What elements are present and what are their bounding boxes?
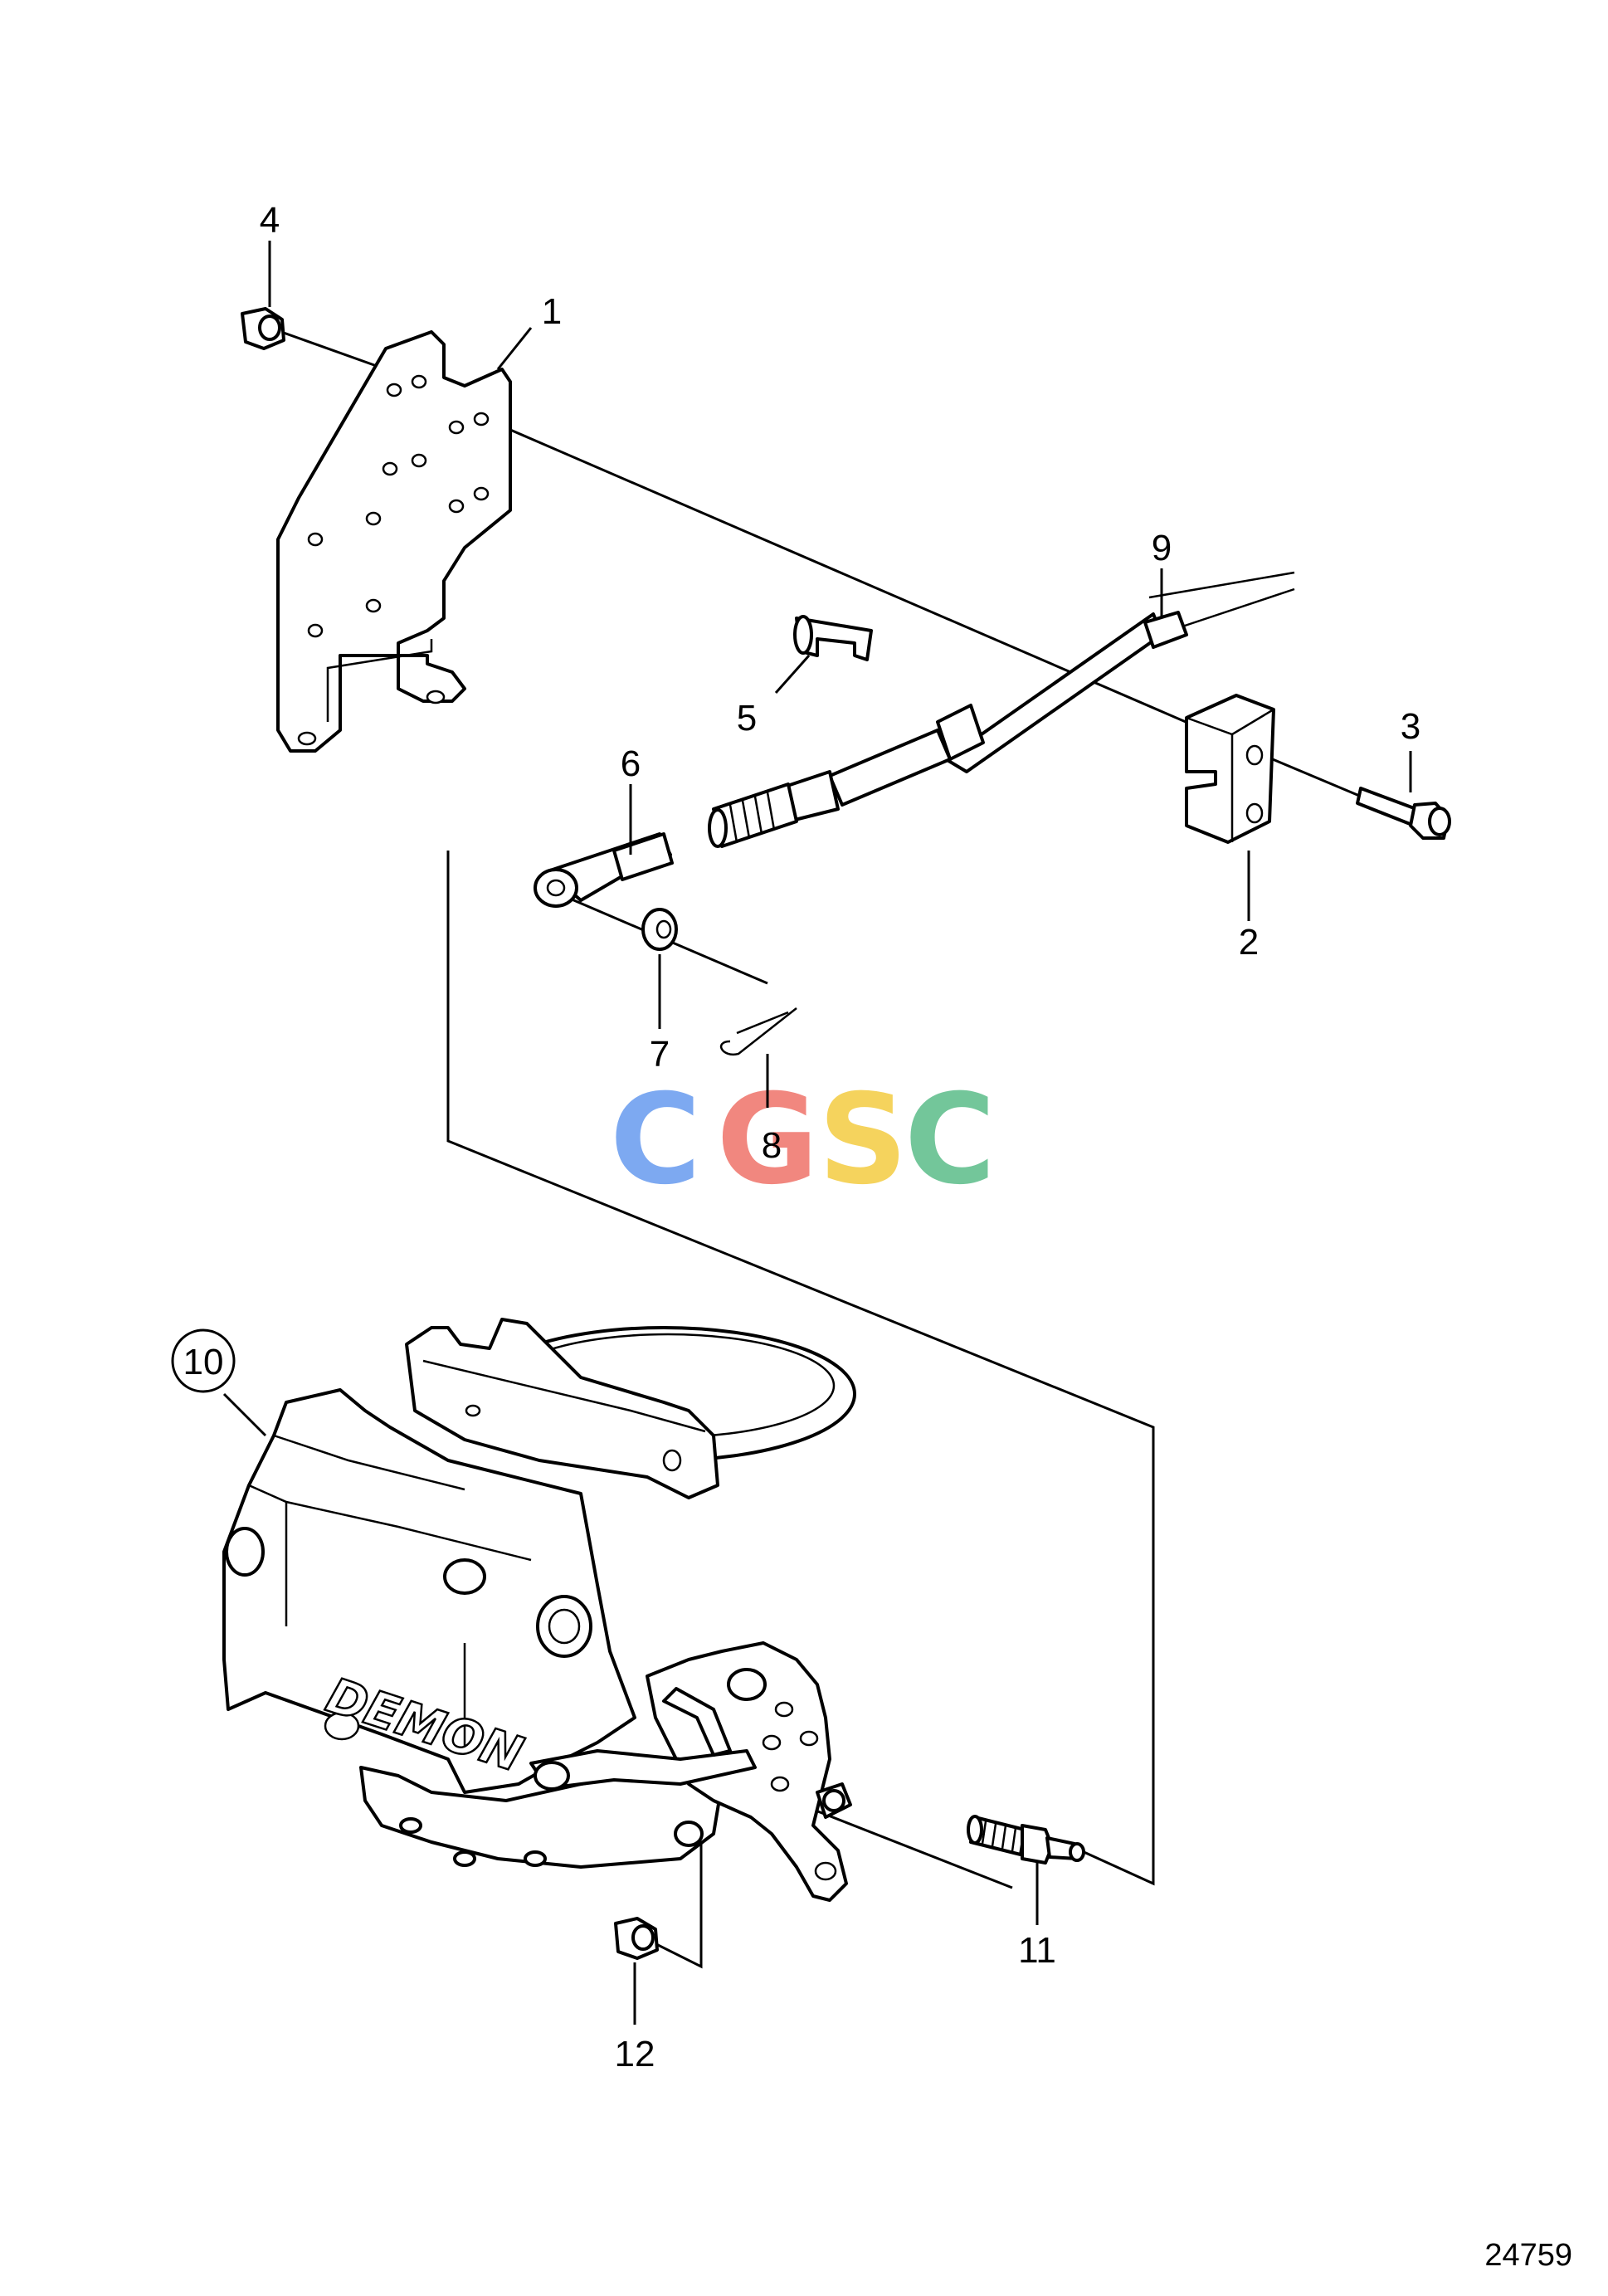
carburetor-10: DEMON (222, 1318, 856, 1902)
watermark-letter-4: C (904, 1068, 996, 1212)
figure-number: 24759 (1484, 2238, 1572, 2273)
ball-stud-11 (967, 1815, 1085, 1865)
callout-4: 4 (260, 200, 280, 241)
callout-6: 6 (621, 743, 641, 784)
clevis-6 (534, 832, 674, 908)
nut-12 (614, 1917, 659, 1960)
watermark-letter-3: S (818, 1068, 908, 1212)
cotter-pin-8 (719, 1007, 797, 1056)
bolt-3 (1356, 787, 1451, 840)
callout-3: 3 (1401, 706, 1420, 747)
cable-clip-5 (793, 615, 873, 661)
mounting-bracket (276, 330, 512, 753)
callout-10: 10 (183, 1342, 224, 1382)
clamp-block-2 (1185, 694, 1275, 844)
callout-labels: 1 2 3 4 5 6 7 8 9 10 11 12 (171, 200, 1420, 2074)
callout-10-circle: 10 (171, 1328, 236, 1393)
stud-threads (981, 1821, 1017, 1852)
callout-2: 2 (1239, 922, 1259, 963)
callout-8: 8 (762, 1125, 782, 1166)
cable-threads (728, 792, 776, 843)
throttle-cable (708, 571, 1295, 848)
callout-1: 1 (542, 291, 562, 332)
watermark-letter-1: C (610, 1068, 701, 1212)
callout-7: 7 (650, 1034, 670, 1075)
callout-leaders (222, 241, 1412, 2025)
bracket-holes (297, 374, 490, 746)
washer-7 (641, 908, 678, 951)
nut-4 (241, 307, 285, 350)
callout-11: 11 (1018, 1930, 1056, 1971)
watermark-logo: C G S C (610, 1068, 996, 1212)
callout-9: 9 (1152, 528, 1172, 568)
callout-12: 12 (615, 2034, 655, 2074)
callout-5: 5 (737, 698, 757, 739)
